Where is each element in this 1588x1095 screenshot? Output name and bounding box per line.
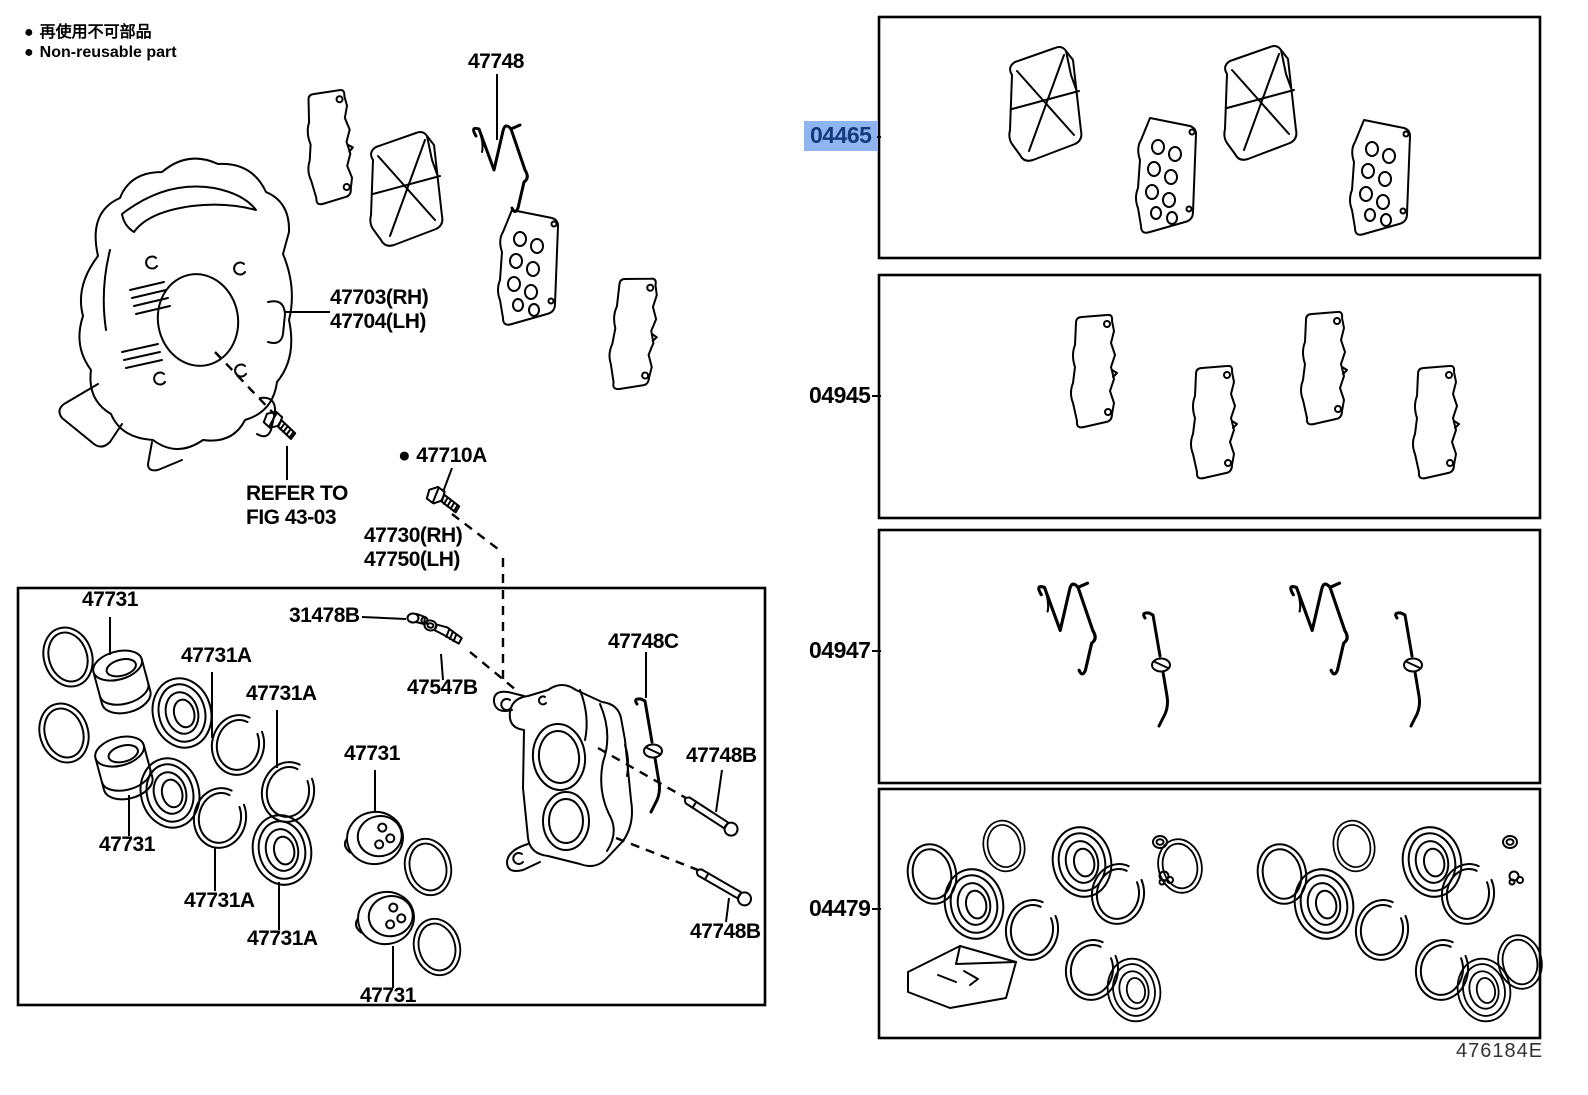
non-reusable-bullet-icon: ● xyxy=(24,44,34,61)
part-label-47731-3[interactable]: 47731 xyxy=(99,833,155,856)
part-label-47750[interactable]: 47750(LH) xyxy=(364,548,460,571)
part-label-47731A-2[interactable]: 47731A xyxy=(246,682,317,705)
refer-to-line2: FIG 43-03 xyxy=(246,506,337,529)
kit-box-04945 xyxy=(877,273,1542,520)
part-label-47748B-lower[interactable]: 47748B xyxy=(690,920,761,943)
part-label-47748C[interactable]: 47748C xyxy=(608,630,679,653)
part-label-47704[interactable]: 47704(LH) xyxy=(330,310,426,333)
kit-box-04465 xyxy=(877,15,1542,260)
pad-kit-drawing xyxy=(1008,45,1411,236)
non-reusable-bullet-icon: ● xyxy=(398,444,411,467)
part-label-47730[interactable]: 47730(RH) xyxy=(364,524,463,547)
slide-pin-lower-drawing xyxy=(692,864,755,909)
caliper-drawing xyxy=(492,684,633,872)
part-label-47731-1[interactable]: 47731 xyxy=(82,588,138,611)
part-label-47547B[interactable]: 47547B xyxy=(407,676,478,699)
assembly-dashed-lines xyxy=(214,351,699,872)
legend-jp-text: 再使用不可部品 xyxy=(39,24,152,41)
shim-kit-drawing xyxy=(1070,310,1460,480)
kit-label-04947[interactable]: 04947 xyxy=(809,637,871,663)
seal-kit-drawing xyxy=(901,815,1548,1028)
front-pad-drawing xyxy=(301,88,662,393)
fitting-kit-drawing xyxy=(1037,581,1424,728)
bleeder-plug-drawing xyxy=(421,618,465,646)
refer-to-line1: REFER TO xyxy=(246,482,348,505)
kit-label-04945[interactable]: 04945 xyxy=(809,382,871,408)
slide-pin-upper-drawing xyxy=(680,792,742,840)
refer-to-note: REFER TO FIG 43-03 xyxy=(246,482,348,530)
cylinder-parts-box xyxy=(16,586,767,1007)
dust-cover-drawing xyxy=(58,157,293,472)
part-label-47710A[interactable]: ●47710A xyxy=(398,444,487,468)
part-label-47730-47750[interactable]: 47730(RH) 47750(LH) xyxy=(364,524,463,572)
part-label-47731A-1[interactable]: 47731A xyxy=(181,644,252,667)
part-label-47731-2[interactable]: 47731 xyxy=(344,742,400,765)
legend-non-reusable-jp: ● 再使用不可部品 xyxy=(24,18,152,42)
pin-clip-drawing xyxy=(634,697,664,814)
part-label-47703-47704[interactable]: 47703(RH) 47704(LH) xyxy=(330,286,429,334)
kit-box-04947 xyxy=(877,528,1542,785)
non-reusable-bullet-icon: ● xyxy=(24,24,34,41)
legend-non-reusable-en: ● Non-reusable part xyxy=(24,44,177,62)
kit-label-04479[interactable]: 04479 xyxy=(809,895,871,921)
kit-box-04479 xyxy=(877,787,1542,1040)
figure-code: 476184E xyxy=(1456,1040,1544,1062)
part-label-47731A-4[interactable]: 47731A xyxy=(247,927,318,950)
part-label-47748B-upper[interactable]: 47748B xyxy=(686,744,757,767)
part-label-31478B[interactable]: 31478B xyxy=(289,604,360,627)
part-label-47748[interactable]: 47748 xyxy=(468,50,524,73)
part-label-47710A-text[interactable]: 47710A xyxy=(416,444,487,467)
part-label-47731A-3[interactable]: 47731A xyxy=(184,889,255,912)
legend-en-text: Non-reusable part xyxy=(39,44,177,61)
part-label-47703[interactable]: 47703(RH) xyxy=(330,286,429,309)
part-label-47731-4[interactable]: 47731 xyxy=(360,984,416,1007)
kit-label-04465-selected[interactable]: 04465 xyxy=(804,121,878,151)
